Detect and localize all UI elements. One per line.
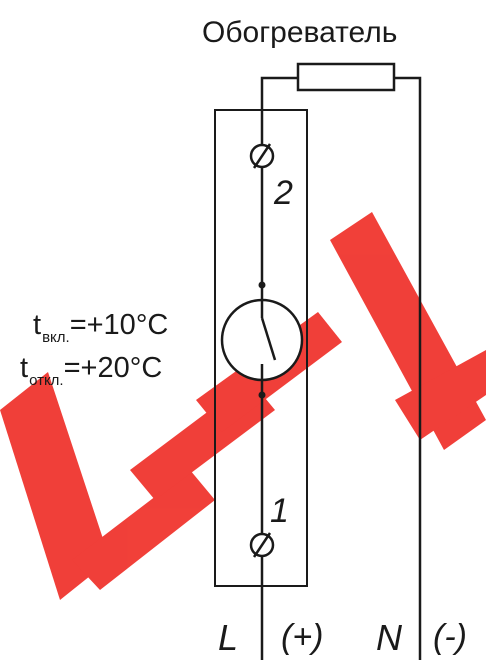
terminal-1-symbol: [249, 532, 275, 558]
wire-N-sign: (-): [433, 618, 467, 656]
temp-off-subscript: откл.: [29, 372, 64, 389]
heater-resistor: [296, 62, 396, 92]
heater-label: Обогреватель: [202, 16, 398, 49]
thermostat-switch-symbol: [220, 298, 304, 382]
temp-on-subscript: вкл.: [42, 329, 70, 346]
terminal-2-symbol: [249, 143, 275, 169]
wire-L-label: L: [218, 617, 239, 658]
temp-on-value: =+10°C: [69, 309, 169, 341]
temp-off-value: =+20°C: [63, 352, 163, 384]
wire-N-label: N: [376, 617, 402, 658]
wire-L-sign: (+): [281, 618, 324, 656]
wire-L: [260, 76, 298, 660]
wire-N: [394, 76, 422, 660]
watermark: [0, 212, 486, 600]
contact-upper: [258, 281, 266, 289]
temp-on-label: tвкл.=+10°C: [33, 309, 169, 346]
terminal-1-label: 1: [270, 492, 289, 530]
temp-off-label: tоткл.=+20°C: [20, 352, 163, 389]
terminal-2-label: 2: [274, 174, 293, 212]
temp-off-symbol: t: [20, 352, 29, 384]
temp-on-symbol: t: [33, 309, 42, 341]
contact-lower: [258, 391, 266, 399]
